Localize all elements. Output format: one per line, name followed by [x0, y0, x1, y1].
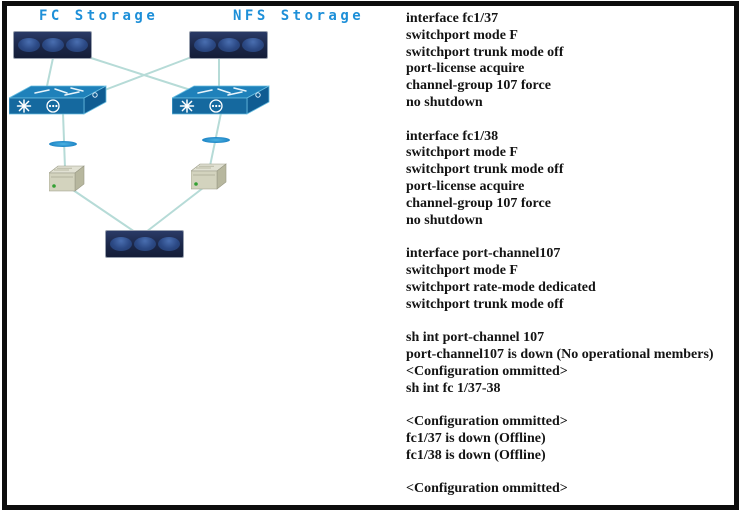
- disk-icon: [217, 38, 240, 52]
- host-left-icon: [49, 165, 85, 192]
- crossbar-asterisk-icon: [179, 99, 195, 113]
- topology-diagram: FC Storage NFS Storage: [7, 6, 402, 276]
- disk-icon: [17, 38, 40, 52]
- disk-icon: [157, 237, 180, 251]
- fc-storage-label: FC Storage: [39, 8, 159, 24]
- crossbar-asterisk-icon: [16, 99, 32, 113]
- fabric-switch-right-icon: [172, 85, 270, 115]
- console-output: interface fc1/37 switchport mode F switc…: [406, 11, 714, 497]
- exhibit-frame: FC Storage NFS Storage: [2, 1, 739, 510]
- link-hostleft-sharedstorage: [72, 189, 136, 233]
- link-lens-right-icon: [202, 137, 230, 143]
- shared-storage-array-icon: [105, 230, 184, 258]
- disk-icon: [241, 38, 264, 52]
- port-ring-icon: [46, 99, 60, 113]
- power-led-icon: [52, 184, 56, 188]
- power-led-icon: [194, 182, 198, 186]
- disk-icon: [109, 237, 132, 251]
- fc-storage-array-icon: [13, 31, 92, 59]
- side-port-icon: [255, 92, 261, 98]
- disk-icon: [193, 38, 216, 52]
- fabric-switch-left-icon: [9, 85, 107, 115]
- disk-icon: [65, 38, 88, 52]
- disk-icon: [41, 38, 64, 52]
- disk-icon: [133, 237, 156, 251]
- switch-top-arrows-icon: [34, 87, 84, 96]
- nfs-storage-label: NFS Storage: [233, 8, 365, 24]
- link-hostright-sharedstorage: [145, 187, 204, 233]
- nfs-storage-array-icon: [189, 31, 268, 59]
- link-lens-left-icon: [49, 141, 77, 147]
- host-right-icon: [191, 163, 227, 190]
